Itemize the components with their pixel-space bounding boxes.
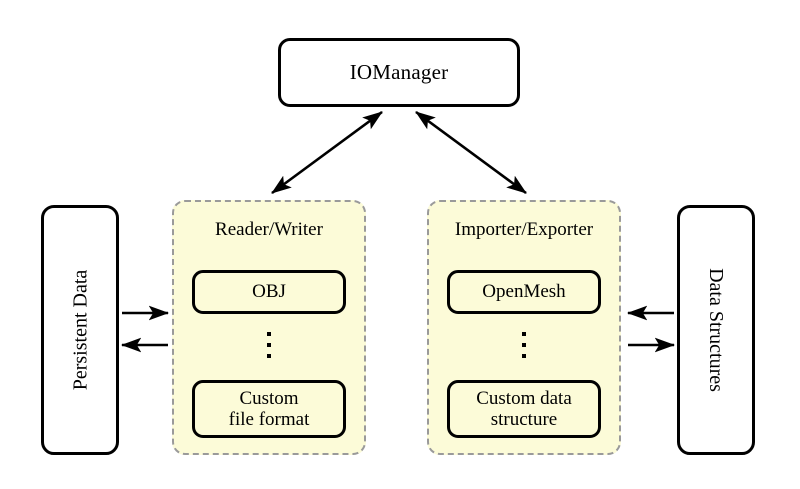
item-openmesh[interactable]: OpenMesh: [447, 270, 601, 314]
vertical-dots-icon: [174, 332, 364, 358]
arrow-manager-reader-writer: [271, 110, 383, 195]
panel-reader-writer-title: Reader/Writer: [215, 219, 323, 240]
panel-importer-exporter[interactable]: Importer/Exporter OpenMesh Custom data s…: [427, 200, 621, 455]
item-custom-file-format-label: Custom file format: [229, 388, 310, 431]
item-custom-file-format[interactable]: Custom file format: [192, 380, 346, 438]
item-custom-file-format-line1: Custom: [239, 387, 299, 409]
item-custom-data-structure-line1: Custom data: [476, 387, 572, 409]
item-custom-data-structure[interactable]: Custom data structure: [447, 380, 601, 438]
item-obj[interactable]: OBJ: [192, 270, 346, 314]
node-data-structures-label: Data Structures: [705, 268, 728, 392]
panel-importer-exporter-title: Importer/Exporter: [454, 219, 594, 240]
vertical-dots-icon: [429, 332, 619, 358]
item-openmesh-label: OpenMesh: [482, 281, 566, 303]
panel-reader-writer[interactable]: Reader/Writer OBJ Custom file format: [172, 200, 366, 455]
node-iomanager[interactable]: IOManager: [278, 38, 520, 107]
node-persistent-data[interactable]: Persistent Data: [41, 205, 119, 455]
item-custom-file-format-line2: file format: [228, 409, 310, 430]
node-iomanager-label: IOManager: [349, 60, 449, 84]
node-persistent-data-label: Persistent Data: [69, 269, 91, 391]
node-data-structures[interactable]: Data Structures: [677, 205, 755, 455]
item-obj-label: OBJ: [252, 281, 286, 303]
arrow-manager-importer-exporter: [415, 110, 527, 195]
item-custom-data-structure-label: Custom data structure: [476, 388, 572, 431]
item-custom-data-structure-line2: structure: [490, 409, 558, 430]
